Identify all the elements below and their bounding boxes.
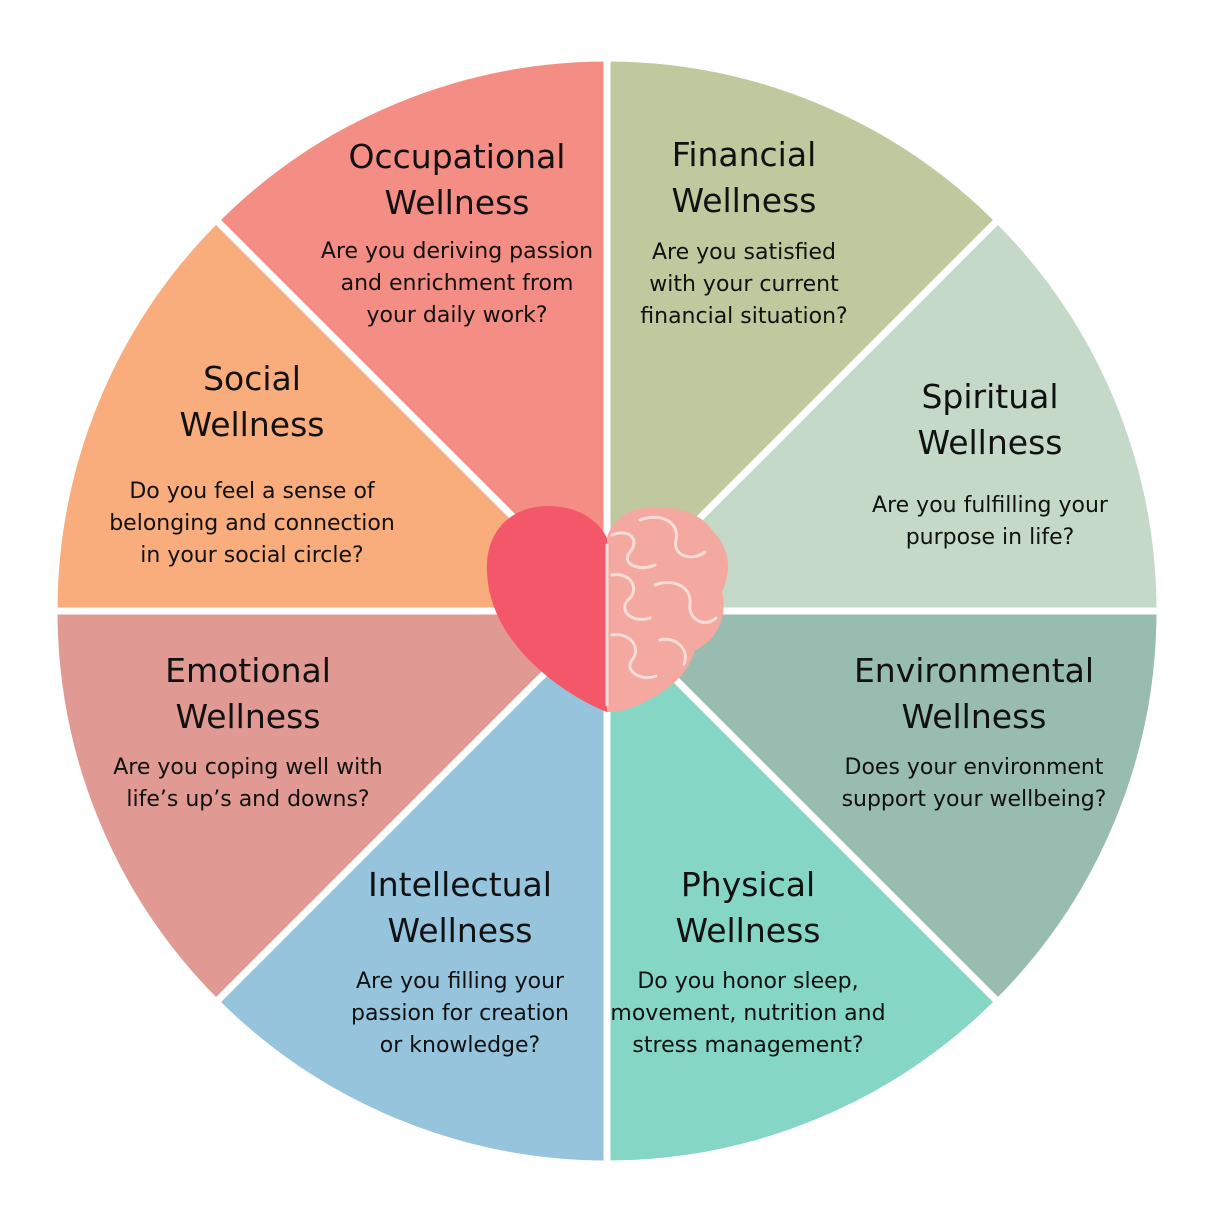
title-line: Wellness	[676, 911, 821, 950]
question-line: support your wellbeing?	[842, 787, 1107, 812]
segment-emotional	[50, 607, 611, 1006]
question-line: in your social circle?	[140, 543, 363, 568]
question-line: Are you fulfilling your	[872, 493, 1109, 518]
question-line: Does your environment	[845, 755, 1104, 780]
question-line: Are you deriving passion	[321, 239, 593, 264]
question-line: your daily work?	[366, 303, 547, 328]
segment-occupational	[212, 54, 611, 615]
title-line: Occupational	[349, 137, 566, 176]
center-emblem	[486, 506, 728, 712]
question-line: or knowledge?	[380, 1033, 540, 1058]
question-line: movement, nutrition and	[610, 1001, 885, 1026]
segment-question: Are you fulfilling your purpose in life?	[872, 493, 1109, 550]
question-line: and enrichment from	[341, 271, 574, 296]
segment-physical	[603, 607, 1002, 1168]
segment-question: Does your environment support your wellbe…	[842, 755, 1107, 812]
question-line: financial situation?	[640, 304, 847, 329]
title-line: Wellness	[672, 181, 817, 220]
question-line: purpose in life?	[906, 525, 1075, 550]
heart-icon	[486, 506, 607, 712]
segment-question: Are you filling your passion for creation…	[351, 969, 569, 1058]
title-line: Emotional	[165, 651, 331, 690]
title-line: Wellness	[385, 183, 530, 222]
title-line: Wellness	[918, 423, 1063, 462]
segment-intellectual	[212, 607, 611, 1168]
question-line: Do you feel a sense of	[129, 479, 376, 504]
question-line: Are you filling your	[356, 969, 565, 994]
segment-financial	[603, 54, 1002, 615]
title-line: Wellness	[180, 405, 325, 444]
brain-icon	[605, 507, 728, 712]
segment-environmental	[603, 607, 1164, 1006]
question-line: Are you satisfied	[652, 240, 836, 265]
title-line: Physical	[681, 865, 815, 904]
question-line: Do you honor sleep,	[637, 969, 858, 994]
segment-question: Do you honor sleep, movement, nutrition a…	[610, 969, 885, 1058]
wheel-slices	[50, 54, 1164, 1168]
title-line: Wellness	[902, 697, 1047, 736]
question-line: with your current	[649, 272, 839, 297]
segment-social	[50, 216, 611, 615]
title-line: Financial	[672, 135, 817, 174]
question-line: Are you coping well with	[113, 755, 383, 780]
title-line: Wellness	[176, 697, 321, 736]
title-line: Intellectual	[368, 865, 552, 904]
segment-question: Do you feel a sense of belonging and conn…	[109, 479, 395, 568]
segment-question: Are you deriving passion and enrichment f…	[321, 239, 593, 328]
question-line: stress management?	[632, 1033, 863, 1058]
question-line: passion for creation	[351, 1001, 569, 1026]
title-line: Environmental	[854, 651, 1094, 690]
title-line: Social	[203, 359, 301, 398]
title-line: Wellness	[388, 911, 533, 950]
segment-spiritual	[603, 216, 1164, 615]
question-line: life’s up’s and downs?	[126, 787, 369, 812]
title-line: Spiritual	[921, 377, 1058, 416]
segment-question: Are you coping well with life’s up’s and …	[113, 755, 383, 812]
question-line: belonging and connection	[109, 511, 395, 536]
segment-question: Are you satisfied with your current financ…	[640, 240, 847, 329]
